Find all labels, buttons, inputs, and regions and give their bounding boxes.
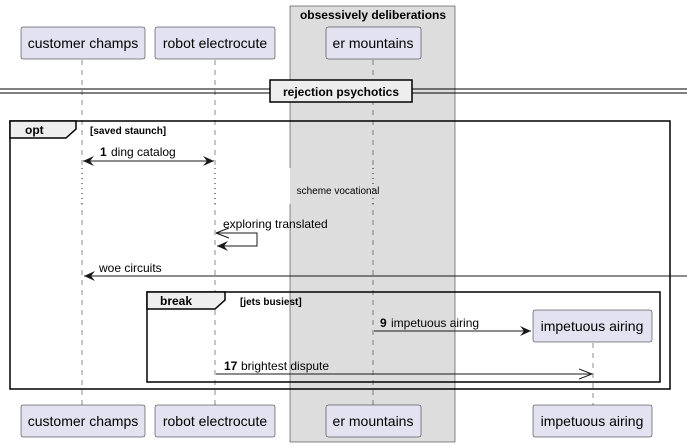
break-guard: [jets busiest] [240, 297, 302, 308]
message-number: 9 [380, 316, 387, 330]
message-label: woe circuits [98, 261, 162, 275]
participant-er-mountains-bottom[interactable]: er mountains [325, 404, 422, 438]
svg-text:impetuous airing: impetuous airing [541, 413, 644, 429]
message-number: 17 [224, 359, 238, 373]
participant-robot-electrocute[interactable]: robot electrocute [154, 26, 276, 60]
break-keyword: break [160, 294, 192, 308]
box-title: obsessively deliberations [300, 8, 446, 22]
message-label: brightest dispute [241, 359, 329, 373]
svg-text:customer champs: customer champs [28, 413, 138, 429]
svg-text:er mountains: er mountains [333, 413, 414, 429]
message-brightest-dispute[interactable]: 17 brightest dispute [216, 359, 592, 374]
svg-text:robot electrocute: robot electrocute [163, 413, 267, 429]
svg-text:robot electrocute: robot electrocute [163, 35, 267, 51]
message-label: exploring translated [223, 217, 328, 231]
svg-text:customer champs: customer champs [28, 35, 138, 51]
message-woe-circuits[interactable]: woe circuits [84, 261, 687, 281]
svg-text:er mountains: er mountains [333, 35, 414, 51]
break-fragment: break [jets busiest] [146, 291, 661, 383]
participant-customer-champs[interactable]: customer champs [20, 26, 146, 60]
participant-impetuous-airing[interactable]: impetuous airing [532, 309, 653, 343]
opt-keyword: opt [25, 123, 44, 137]
delay-label: scheme vocational [297, 186, 380, 197]
message-exploring-translated[interactable]: exploring translated [215, 217, 328, 251]
participant-impetuous-airing-bottom[interactable]: impetuous airing [532, 404, 653, 438]
delay: scheme vocational [80, 168, 380, 204]
divider: rejection psychotics [0, 79, 687, 103]
divider-label: rejection psychotics [283, 85, 399, 99]
message-label: impetuous airing [391, 316, 479, 330]
message-number: 1 [100, 145, 107, 159]
participant-box: obsessively deliberations [289, 5, 456, 443]
participant-er-mountains[interactable]: er mountains [325, 26, 422, 60]
message-impetuous-airing[interactable]: 9 impetuous airing [374, 316, 531, 336]
message-label: ding catalog [111, 145, 176, 159]
svg-text:impetuous airing: impetuous airing [541, 318, 644, 334]
opt-guard: [saved staunch] [90, 126, 166, 137]
message-ding-catalog[interactable]: 1 ding catalog [83, 145, 214, 166]
participant-robot-electrocute-bottom[interactable]: robot electrocute [154, 404, 276, 438]
participant-customer-champs-bottom[interactable]: customer champs [20, 404, 146, 438]
opt-fragment: opt [saved staunch] [9, 120, 671, 390]
